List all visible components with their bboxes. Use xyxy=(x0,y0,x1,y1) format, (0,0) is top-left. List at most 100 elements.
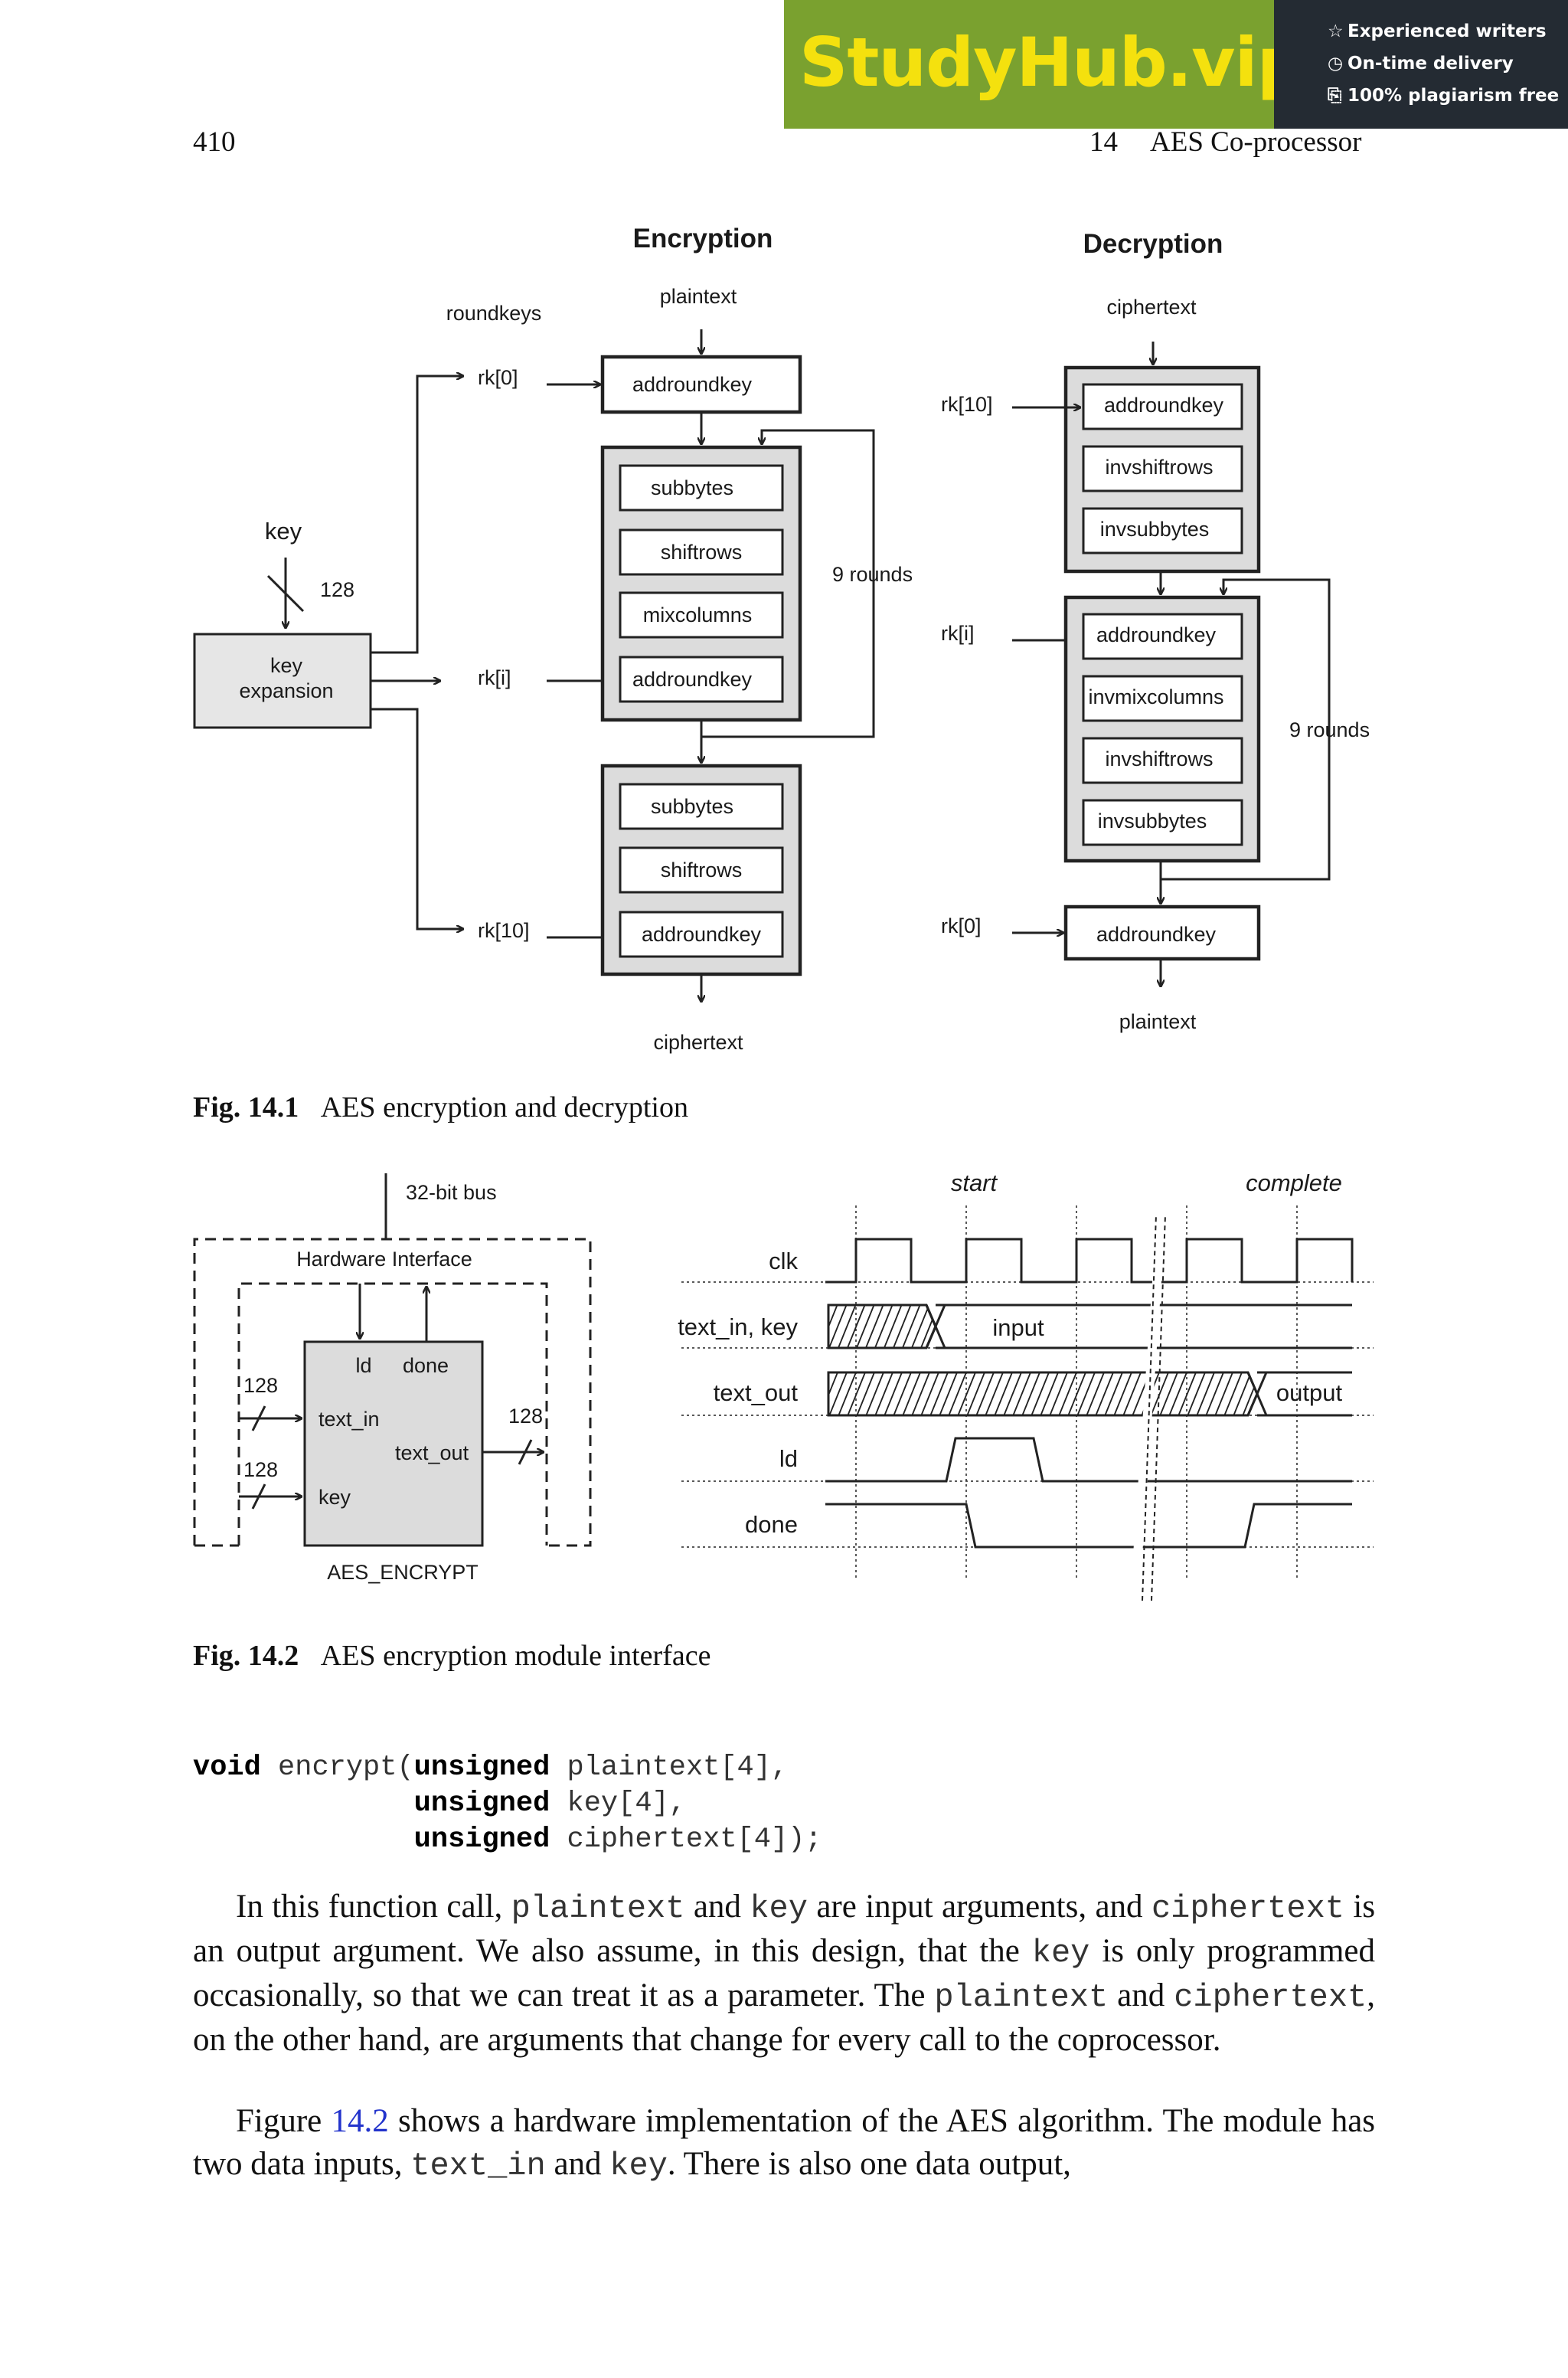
dec-invshiftrows-label: invshiftrows xyxy=(1105,747,1213,770)
figure-14-2-caption: Fig. 14.2 AES encryption module interfac… xyxy=(193,1640,711,1672)
enc-subbytes-box xyxy=(619,464,784,512)
module-name-label: AES_ENCRYPT xyxy=(327,1561,479,1584)
enc-loop-arrow xyxy=(701,429,875,738)
code-term-key-2: key xyxy=(1031,1935,1090,1971)
figure-reference-link[interactable]: 14.2 xyxy=(331,2103,389,2139)
enc-rk10-label: rk[10] xyxy=(478,919,530,942)
dec-rki-label: rk[i] xyxy=(941,622,975,645)
done-waveform xyxy=(825,1503,1352,1549)
enc-plaintext-label: plaintext xyxy=(660,285,737,308)
enc-final-shiftrows-box xyxy=(619,846,784,894)
star-icon: ☆ xyxy=(1328,21,1344,41)
key-width-label-2: 128 xyxy=(243,1458,278,1481)
enc-final-subbytes-label: subbytes xyxy=(651,795,733,818)
enc-mixcolumns-label: mixcolumns xyxy=(643,603,753,626)
code-arg-key: key[4], xyxy=(550,1788,686,1820)
dec-final-addroundkey-box xyxy=(1063,904,1261,961)
figure-14-1-caption: Fig. 14.1 AES encryption and decryption xyxy=(193,1091,688,1124)
body-paragraph-2: Figure 14.2 shows a hardware implementat… xyxy=(193,2103,1376,2184)
complete-marker-label: complete xyxy=(1246,1169,1342,1196)
chapter-title: AES Co-processor xyxy=(1150,126,1362,158)
hw-interface-outer-border xyxy=(193,1238,592,1547)
figure-aes-module-interface: 32-bit bus Hardware Interface ld done 12… xyxy=(193,1169,1374,1601)
enc-final-shiftrows-label: shiftrows xyxy=(661,859,743,882)
dec-loop-arrow xyxy=(1161,578,1331,881)
done-signal-label: done xyxy=(745,1511,798,1538)
code-term-plaintext-2: plaintext xyxy=(934,1979,1109,2016)
dec-initial-invshiftrows-box xyxy=(1082,445,1243,492)
text-out-width-label: 128 xyxy=(508,1405,543,1428)
dec-final-addroundkey-label: addroundkey xyxy=(1096,923,1217,946)
dec-initial-invsubbytes-label: invsubbytes xyxy=(1100,518,1210,541)
time-break-gap xyxy=(1129,1218,1166,1601)
dec-invsubbytes-label: invsubbytes xyxy=(1098,810,1207,832)
clock-icon: ◷ xyxy=(1328,54,1344,74)
text-out-port-label: text_out xyxy=(395,1441,469,1464)
input-value-label: input xyxy=(992,1314,1044,1341)
ld-waveform xyxy=(825,1437,1352,1483)
aes-encrypt-module-box xyxy=(303,1340,484,1547)
done-port-label: done xyxy=(403,1354,449,1377)
enc-rounds-label: 9 rounds xyxy=(832,563,913,586)
page-number: 410 xyxy=(193,126,236,158)
dec-initial-addroundkey-label: addroundkey xyxy=(1104,394,1224,417)
key-port-label: key xyxy=(318,1486,351,1509)
text-in-key-transition-bottom xyxy=(925,1323,946,1349)
decryption-title: Decryption xyxy=(1083,229,1223,259)
document-icon: ⎘ xyxy=(1328,86,1342,106)
bus-label: 32-bit bus xyxy=(406,1181,497,1204)
roundkeys-label: roundkeys xyxy=(446,302,542,325)
key-width-label: 128 xyxy=(320,578,354,601)
enc-addroundkey-box xyxy=(619,656,784,703)
enc-initial-addroundkey-label: addroundkey xyxy=(632,373,753,396)
code-arg-ciphertext: ciphertext[4]); xyxy=(550,1824,822,1856)
code-function-name: encrypt( xyxy=(260,1752,414,1784)
roundkey-line-rk0 xyxy=(371,376,463,654)
key-expansion-box xyxy=(193,633,372,729)
hw-interface-inner-border xyxy=(237,1282,548,1546)
clk-signal-label: clk xyxy=(769,1248,798,1274)
dec-invmixcolumns-label: invmixcolumns xyxy=(1088,685,1223,708)
watermark-banner: StudyHub.vip ☆Experienced writers ◷On-ti… xyxy=(784,0,1568,129)
code-term-key: key xyxy=(750,1890,808,1927)
code-arg-plaintext: plaintext[4], xyxy=(550,1752,789,1784)
enc-rki-label: rk[i] xyxy=(478,666,511,689)
key-bus-slash xyxy=(266,574,305,613)
output-value-label: output xyxy=(1276,1379,1343,1406)
banner-features-panel: ☆Experienced writers ◷On-time delivery ⎘… xyxy=(1274,0,1568,129)
dec-rounds-label: 9 rounds xyxy=(1289,718,1370,741)
enc-shiftrows-box xyxy=(619,528,784,576)
dec-initial-invsubbytes-box xyxy=(1082,507,1243,554)
code-term-ciphertext: ciphertext xyxy=(1151,1890,1344,1927)
dec-initial-invshiftrows-label: invshiftrows xyxy=(1105,456,1213,479)
dec-addroundkey-label: addroundkey xyxy=(1096,623,1217,646)
body-paragraph-1: In this function call, plaintext and key… xyxy=(193,1889,1376,2058)
text-out-bus-slash xyxy=(518,1439,533,1465)
enc-rk0-label: rk[0] xyxy=(478,366,518,389)
clk-waveform xyxy=(825,1238,1354,1284)
enc-subbytes-label: subbytes xyxy=(651,476,733,499)
dec-rk10-label: rk[10] xyxy=(941,393,993,416)
dec-rk0-label: rk[0] xyxy=(941,914,982,937)
encryption-title: Encryption xyxy=(633,224,773,254)
text-in-key-signal-label: text_in, key xyxy=(678,1313,798,1340)
text-in-bus-slash xyxy=(251,1405,266,1431)
code-listing: void encrypt(unsigned plaintext[4], unsi… xyxy=(193,1750,822,1858)
code-keyword-unsigned-2: unsigned xyxy=(413,1788,550,1820)
banner-feature-plagiarism: ⎘100% plagiarism free xyxy=(1328,86,1560,106)
code-keyword-unsigned-1: unsigned xyxy=(413,1752,550,1784)
figure-aes-enc-dec: Encryption Decryption plaintext roundkey… xyxy=(193,224,1370,1054)
dec-ciphertext-label: ciphertext xyxy=(1106,296,1197,319)
text-in-width-label: 128 xyxy=(243,1374,278,1397)
banner-logo-panel: StudyHub.vip xyxy=(784,0,1305,129)
code-term-key-3: key xyxy=(609,2147,668,2184)
banner-feature-delivery: ◷On-time delivery xyxy=(1328,54,1514,74)
enc-shiftrows-label: shiftrows xyxy=(661,541,743,564)
enc-mixcolumns-box xyxy=(619,591,784,639)
enc-final-addroundkey-box xyxy=(619,911,784,958)
dec-invsubbytes-box xyxy=(1082,799,1243,846)
enc-final-subbytes-box xyxy=(619,783,784,830)
text-out-signal-label: text_out xyxy=(714,1379,799,1406)
enc-final-addroundkey-label: addroundkey xyxy=(642,923,762,946)
time-break-line-2 xyxy=(1151,1214,1166,1601)
